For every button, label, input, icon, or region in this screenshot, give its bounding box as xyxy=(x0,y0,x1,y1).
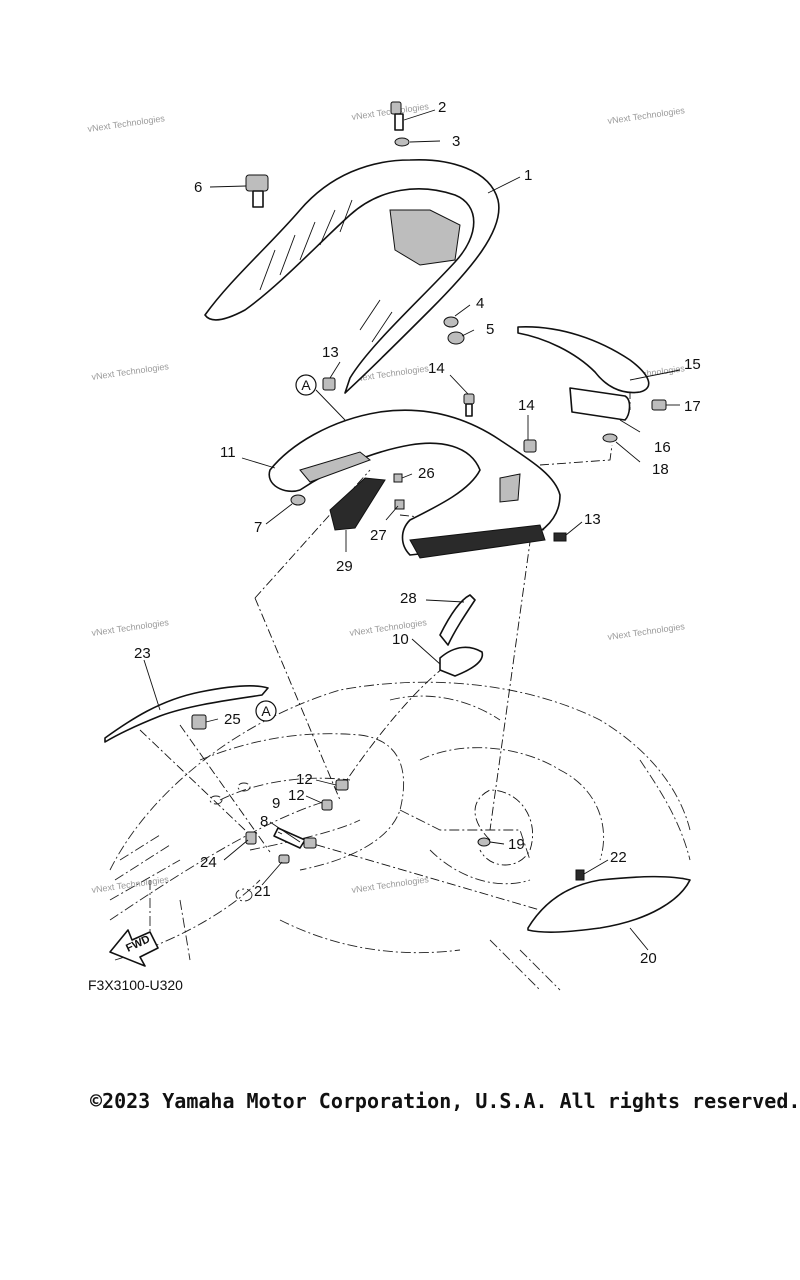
watermark: vNext Technologies xyxy=(351,101,430,122)
callout-18: 18 xyxy=(652,461,669,478)
diagram-code: F3X3100-U320 xyxy=(88,977,183,993)
copyright-notice: ©2023 Yamaha Motor Corporation, U.S.A. A… xyxy=(90,1089,800,1113)
lower-hardware xyxy=(245,779,491,864)
callout-12b: 12 xyxy=(288,787,305,804)
callout-24: 24 xyxy=(200,854,217,871)
ref-marker-a-top: A xyxy=(295,374,317,396)
callout-14a: 14 xyxy=(428,360,445,377)
handle-15 xyxy=(517,326,650,394)
callout-20: 20 xyxy=(640,950,657,967)
callout-4: 4 xyxy=(476,295,484,312)
nut-7 xyxy=(290,494,306,506)
watermark: vNext Technologies xyxy=(607,621,686,642)
cover-16 xyxy=(569,387,631,421)
callout-10: 10 xyxy=(392,631,409,648)
bracket-29 xyxy=(329,477,386,531)
callout-1: 1 xyxy=(524,167,532,184)
callout-13a: 13 xyxy=(322,344,339,361)
callout-16: 16 xyxy=(654,439,671,456)
callout-9: 9 xyxy=(272,795,280,812)
screws-26-27 xyxy=(393,473,405,510)
callout-23: 23 xyxy=(134,645,151,662)
washer-18 xyxy=(602,433,618,443)
side-cover-20 xyxy=(527,869,691,933)
callout-7: 7 xyxy=(254,519,262,536)
watermark: vNext Technologies xyxy=(349,617,428,638)
callout-11: 11 xyxy=(220,444,236,461)
parts-diagram: vNext Technologies vNext Technologies vN… xyxy=(87,99,701,993)
callout-2: 2 xyxy=(438,99,446,116)
callout-19: 19 xyxy=(508,836,525,853)
callout-15: 15 xyxy=(684,356,701,373)
callout-29: 29 xyxy=(336,558,353,575)
forward-arrow: FWD xyxy=(109,929,159,967)
callout-22: 22 xyxy=(610,849,627,866)
washer-3 xyxy=(394,137,410,147)
callout-14b: 14 xyxy=(518,397,535,414)
bolt-2 xyxy=(390,101,404,131)
clip-13 xyxy=(322,377,567,542)
watermark: vNext Technologies xyxy=(351,874,430,895)
watermark: vNext Technologies xyxy=(91,874,170,895)
callout-3: 3 xyxy=(452,133,460,150)
grab-handle xyxy=(204,159,500,394)
bolt-17 xyxy=(651,399,667,411)
callout-17: 17 xyxy=(684,398,701,415)
bolts-14 xyxy=(463,393,537,453)
bracket-28 xyxy=(439,594,476,646)
hull-outline xyxy=(109,681,691,991)
rear-deck-cover xyxy=(268,409,561,559)
callout-12a: 12 xyxy=(296,771,313,788)
callout-27: 27 xyxy=(370,527,387,544)
callout-13b: 13 xyxy=(584,511,601,528)
ref-marker-a-bottom: A xyxy=(255,700,277,722)
watermarks: vNext Technologies vNext Technologies vN… xyxy=(87,101,686,895)
watermark: vNext Technologies xyxy=(91,361,170,382)
reference-lines xyxy=(139,390,631,911)
callout-25: 25 xyxy=(224,711,241,728)
clip-25 xyxy=(191,714,207,730)
callout-6: 6 xyxy=(194,179,202,196)
callout-26: 26 xyxy=(418,465,435,482)
ref-marker-label: A xyxy=(261,703,271,719)
trim-23 xyxy=(104,685,269,743)
bolt-6 xyxy=(245,174,269,208)
callout-28: 28 xyxy=(400,590,417,607)
callout-8: 8 xyxy=(260,813,268,830)
tow-hook-10 xyxy=(439,646,484,677)
watermark: vNext Technologies xyxy=(87,113,166,134)
leader-lines xyxy=(143,109,681,951)
ref-marker-label: A xyxy=(301,377,311,393)
nuts-4-5 xyxy=(443,316,465,345)
watermark: vNext Technologies xyxy=(607,105,686,126)
callout-21: 21 xyxy=(254,883,271,900)
watermark: vNext Technologies xyxy=(91,617,170,638)
callouts: 1 2 3 4 5 6 7 8 9 10 11 12 12 13 13 14 1… xyxy=(134,99,701,967)
callout-5: 5 xyxy=(486,321,494,338)
